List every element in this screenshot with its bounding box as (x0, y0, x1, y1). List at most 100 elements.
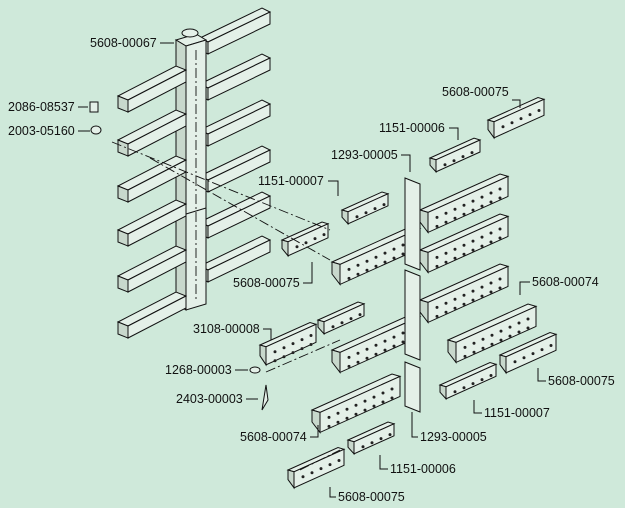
perforation (463, 345, 467, 349)
perforation (453, 306, 457, 310)
part-number-label: 5608-00067 (90, 36, 157, 50)
part-number-label: 5608-00075 (338, 490, 405, 504)
perforation (401, 252, 405, 256)
part-number-label: 5608-00074 (240, 430, 307, 444)
perforation (490, 333, 494, 337)
long-tray-right-end (447, 339, 457, 364)
perforation (365, 259, 369, 263)
perforation (273, 359, 277, 363)
part-number-label: 2086-08537 (8, 100, 75, 114)
label-bracket-right: 1151-00007 (473, 400, 550, 420)
perforation (327, 415, 331, 419)
perforation (480, 195, 484, 199)
perforation (508, 325, 512, 329)
arm-right-face (207, 103, 271, 147)
perforation (462, 203, 466, 207)
perforation (392, 335, 396, 339)
arm-right-face (207, 149, 271, 193)
upright-face (185, 39, 207, 311)
perforation (354, 403, 358, 407)
perforation (435, 215, 439, 219)
long-tray-mid-end (331, 349, 341, 374)
label-long-tray-left: 5608-00074 (240, 425, 319, 444)
perforation (435, 314, 439, 318)
perforation (480, 378, 484, 382)
perforation (383, 348, 387, 352)
perforation (470, 151, 474, 155)
perforation (345, 407, 349, 411)
center-plate-bottom (404, 361, 421, 413)
label-elbow: 2003-05160 (8, 124, 90, 138)
perforation (489, 191, 493, 195)
perforation (444, 220, 448, 224)
perforation (374, 343, 378, 347)
perforation (365, 268, 369, 272)
perforation (336, 411, 340, 415)
upright-joint (185, 207, 207, 215)
arm-left-end (117, 185, 129, 203)
arm-right-face (207, 57, 271, 101)
perforation (444, 260, 448, 264)
tray-bottom-face (293, 448, 345, 489)
perforation (388, 433, 392, 437)
perforation (392, 256, 396, 260)
perforation (374, 255, 378, 259)
arm-left-end (117, 275, 129, 293)
perforation (480, 244, 484, 248)
part-number-label: 3108-00008 (193, 322, 260, 336)
perforation (363, 408, 367, 412)
perforation (444, 301, 448, 305)
arm-right-face (207, 195, 271, 239)
perforation (444, 251, 448, 255)
perforation (498, 187, 502, 191)
perforation (489, 200, 493, 204)
perforation (537, 109, 541, 113)
perforation (337, 459, 341, 463)
part-number-label: 1293-00005 (420, 430, 487, 444)
label-fitting: 2086-08537 (8, 100, 88, 114)
perforation (356, 360, 360, 364)
arm-left-end (117, 139, 129, 157)
perforation (347, 355, 351, 359)
perforation (401, 340, 405, 344)
tray-top-right-end (487, 119, 495, 140)
label-tray-bottom: 5608-00075 (329, 487, 405, 504)
perforation (471, 248, 475, 252)
perforation (364, 211, 368, 215)
perforation (526, 326, 530, 330)
perforation (347, 276, 351, 280)
perforation (510, 121, 514, 125)
part-number-label: 2403-00003 (176, 392, 243, 406)
perforation (540, 348, 544, 352)
perforation (462, 293, 466, 297)
bracket-top-end (429, 157, 437, 174)
perforation (300, 347, 304, 351)
perforation (382, 203, 386, 207)
label-upright: 5608-00067 (90, 36, 174, 50)
long-tray-rear-1-end (419, 209, 429, 234)
part-number-label: 5608-00075 (233, 276, 300, 290)
long-tray-left-end (311, 409, 321, 434)
arm-left-end (117, 229, 129, 247)
part-number-label: 1268-00003 (165, 363, 232, 377)
perforation (331, 325, 335, 329)
perforation (499, 329, 503, 333)
perforation (282, 346, 286, 350)
perforation (349, 317, 353, 321)
upright-cap (181, 28, 199, 38)
part-number-label: 1293-00005 (331, 148, 398, 162)
label-tray-left: 5608-00075 (233, 262, 313, 290)
perforation (453, 297, 457, 301)
perforation (480, 235, 484, 239)
perforation (444, 310, 448, 314)
tray-top-right-face (493, 98, 545, 139)
perforation (522, 356, 526, 360)
perforation (273, 350, 277, 354)
perforation (462, 252, 466, 256)
perforation (481, 337, 485, 341)
perforation (472, 341, 476, 345)
perforation (462, 386, 466, 390)
perforation (549, 344, 553, 348)
perforation (498, 286, 502, 290)
